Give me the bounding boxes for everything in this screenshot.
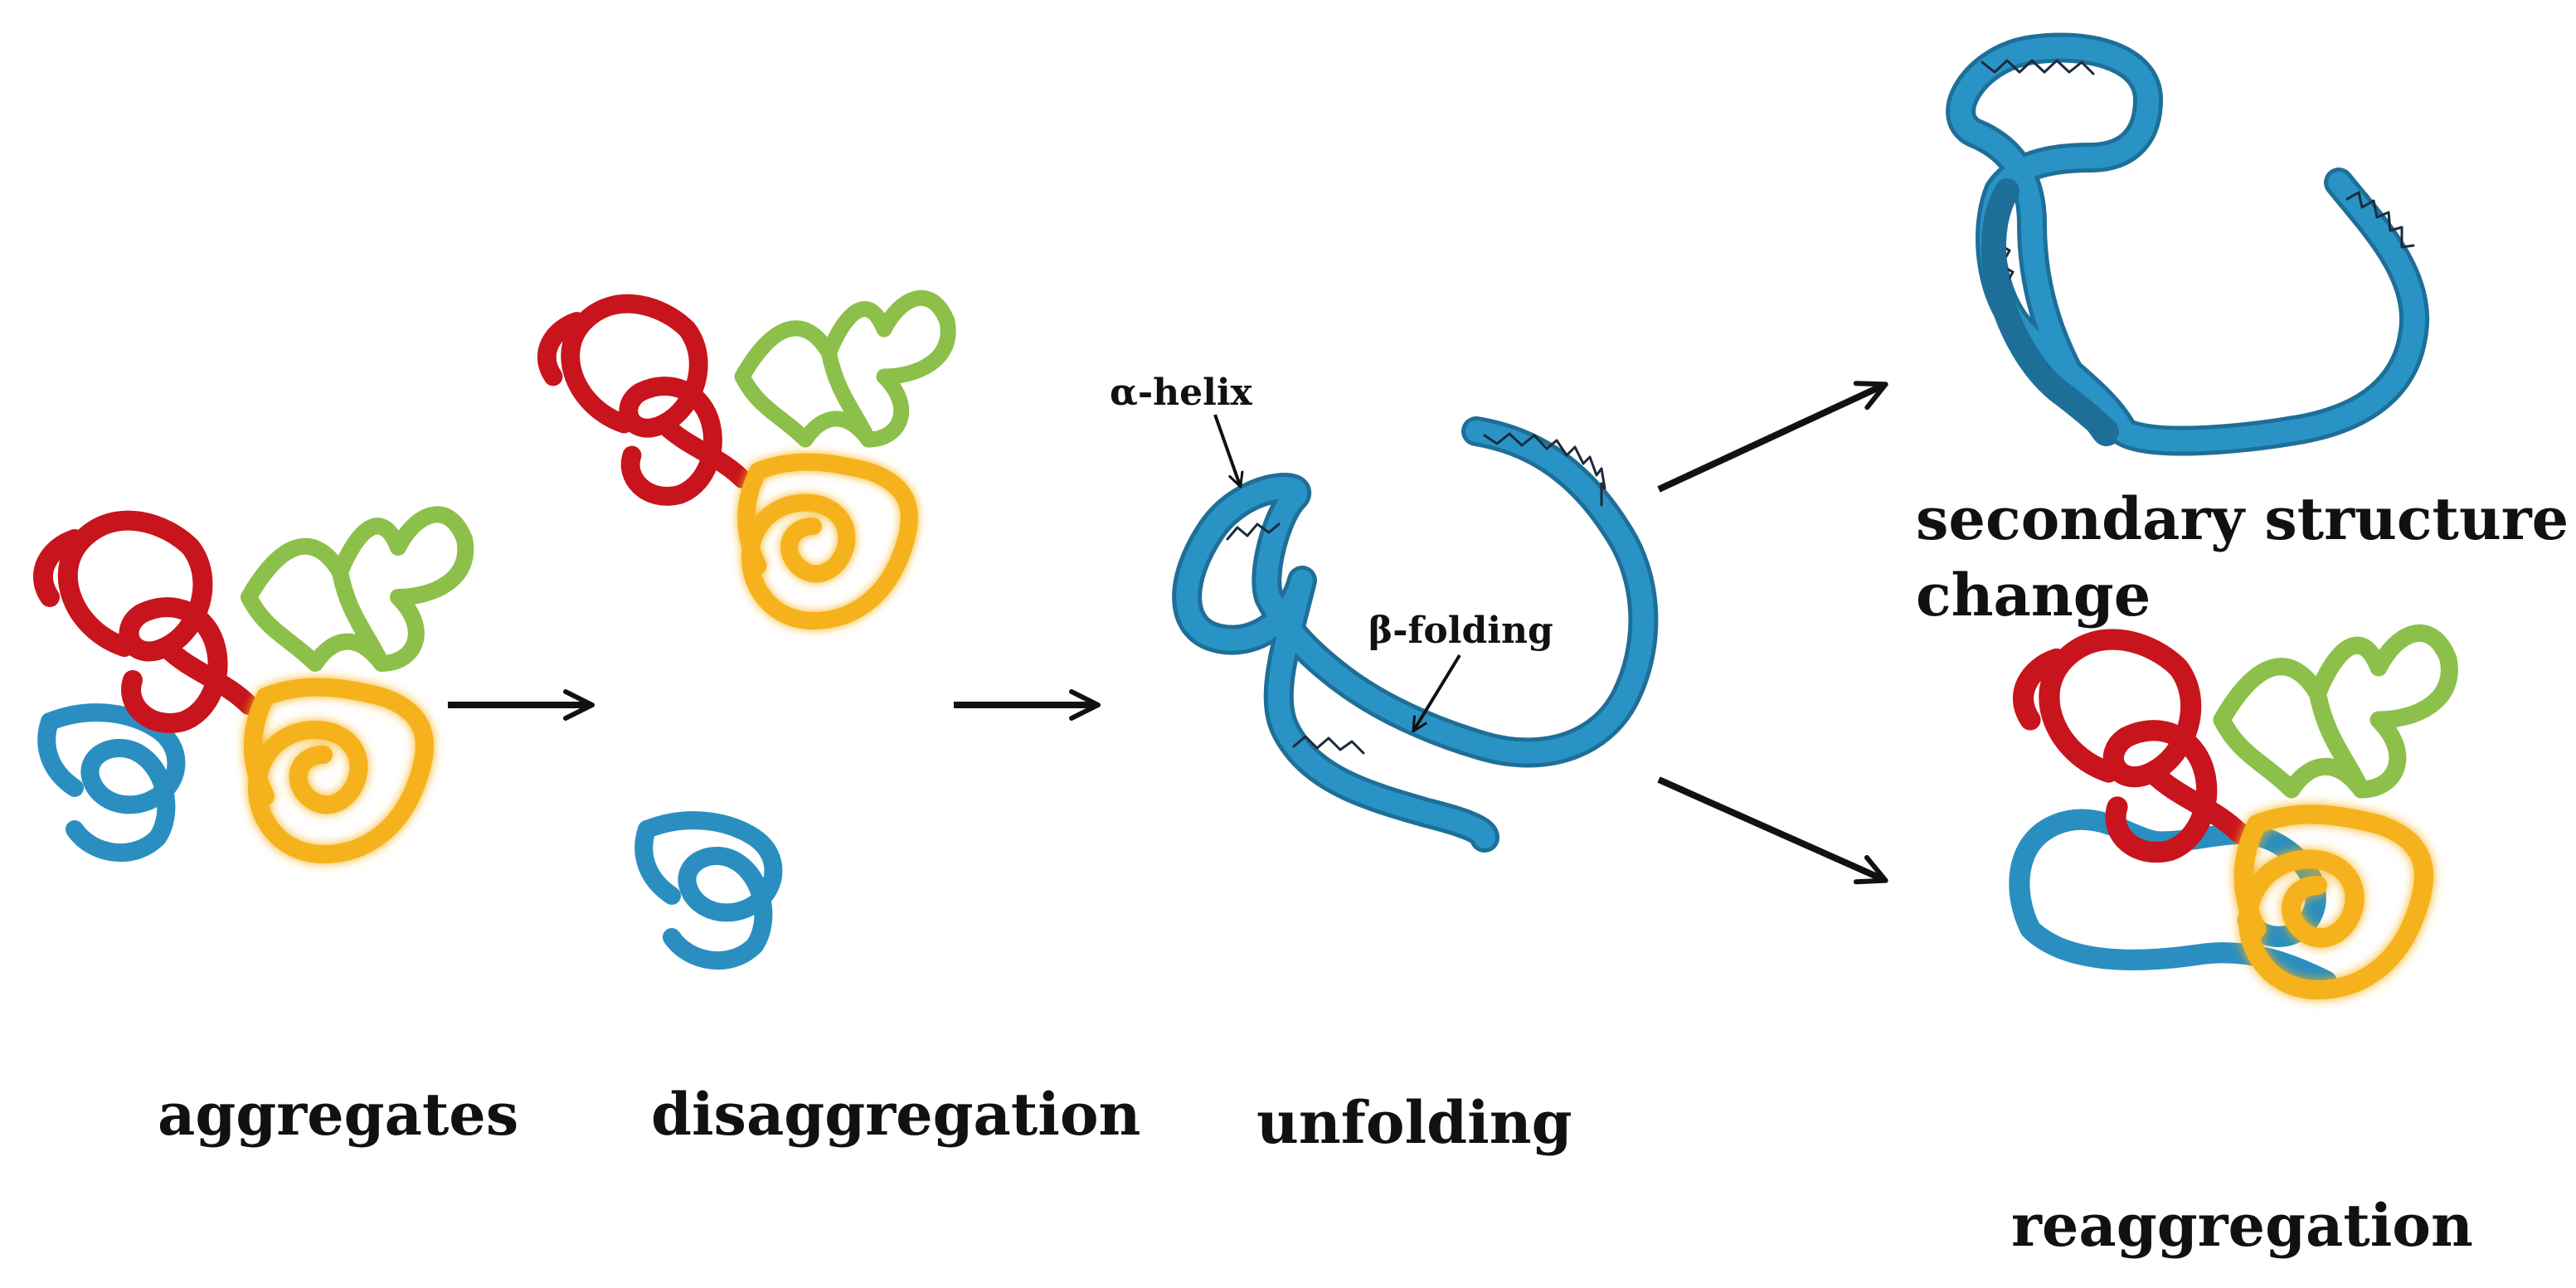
yellow-chain — [253, 687, 425, 854]
beta-folding-pointer — [1412, 654, 1461, 733]
label-reaggregation: reaggregation — [2011, 1191, 2473, 1260]
disaggregation-cluster — [547, 298, 948, 620]
alpha-helix-label: α-helix — [1110, 372, 1253, 414]
red-chain — [43, 521, 249, 723]
alpha-helix-pointer — [1213, 414, 1244, 488]
label-aggregates: aggregates — [158, 1080, 518, 1149]
yellow-chain — [746, 462, 910, 620]
label-change: change — [1916, 561, 2151, 629]
green-chain — [2222, 633, 2449, 790]
arrow-4 — [1657, 776, 1888, 885]
aggregates-cluster — [43, 514, 465, 854]
green-chain — [249, 514, 465, 663]
label-disaggregation: disaggregation — [651, 1080, 1140, 1149]
blue-chain — [2009, 809, 2337, 992]
unfolded-chain — [1172, 416, 1659, 853]
changed-chain — [1946, 32, 2430, 456]
label-unfolding: unfolding — [1256, 1088, 1572, 1157]
reaggregation-cluster — [2009, 633, 2449, 992]
arrow-3 — [1657, 381, 1888, 493]
helix-zigzag — [1226, 432, 1606, 755]
label-secondary-structure: secondary structure — [1916, 484, 2569, 553]
green-chain — [742, 298, 948, 440]
red-chain — [547, 304, 742, 496]
separated-blue-chain — [644, 820, 773, 960]
beta-folding-label: β-folding — [1368, 610, 1553, 652]
blue-chain — [46, 712, 176, 853]
